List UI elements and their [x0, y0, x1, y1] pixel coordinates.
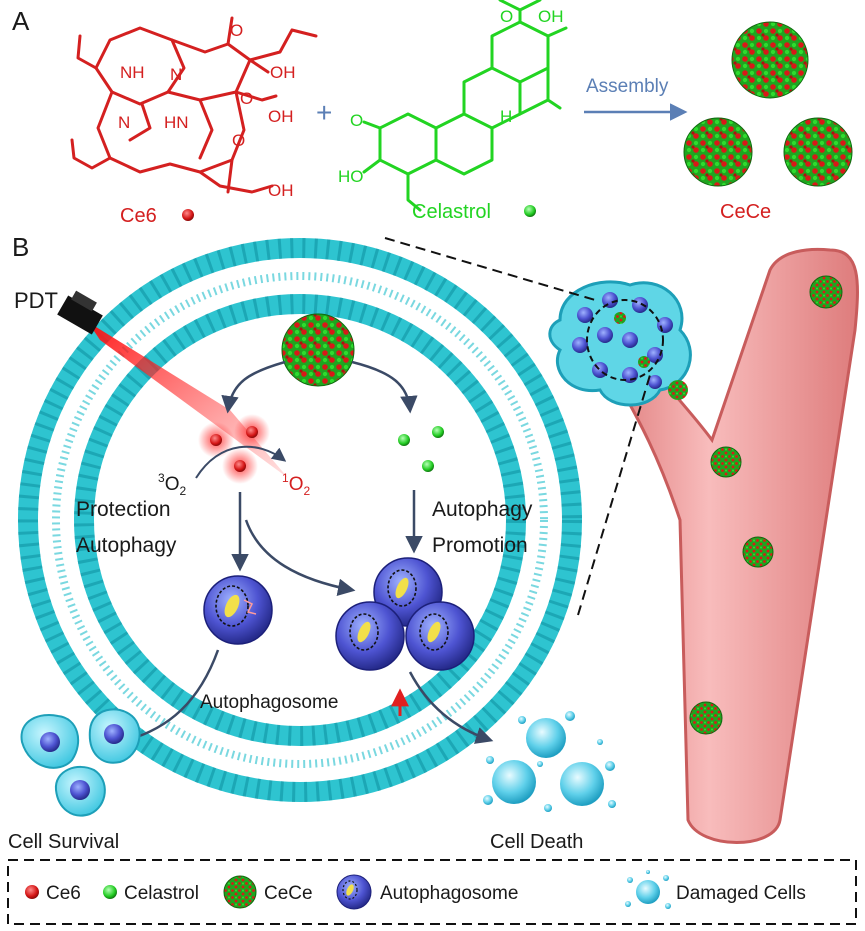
flow-arrow [408, 671, 494, 744]
legend-label-autophagosome: Autophagosome [380, 883, 518, 904]
ce6-dot [210, 434, 222, 446]
celastrol-atom-o2: O [350, 111, 363, 130]
legend-box [7, 859, 857, 925]
celastrol-dot [432, 426, 444, 438]
pdt-device-icon [57, 290, 103, 335]
ce6-atom-oh2: OH [268, 107, 294, 126]
ce6-atom-oh1: OH [270, 63, 296, 82]
legend-label-cece: CeCe [264, 883, 313, 904]
celastrol-atom-ho: HO [338, 167, 364, 186]
ce6-atom-o1: O [230, 21, 243, 40]
ce6-atom-nh: NH [120, 63, 145, 82]
celastrol-dot [398, 434, 410, 446]
promotion-label: Promotion [432, 534, 528, 557]
cece-nanoparticle [683, 117, 753, 187]
cece-nanoparticle [809, 275, 843, 309]
damaged-cells [483, 711, 616, 812]
ce6-dot [246, 426, 258, 438]
zoom-line-bottom [577, 374, 651, 616]
pdt-label: PDT [14, 288, 58, 313]
cece-nanoparticle [742, 536, 774, 568]
assembly-label: Assembly [586, 76, 669, 97]
ce6-dot-icon [25, 885, 39, 899]
celastrol-dot-icon [524, 205, 536, 217]
cece-nanoparticle-icon [223, 875, 257, 909]
cece-nanoparticle-group [683, 21, 853, 187]
celastrol-atom-h: H [500, 107, 512, 126]
celastrol-dot-icon [103, 885, 117, 899]
tumor-cell-cluster [548, 280, 692, 407]
ce6-atom-o3: O [232, 131, 245, 150]
ce6-atom-o2: O [240, 89, 253, 108]
singlet-oxygen-label: 1O2 [282, 471, 310, 498]
ce6-dot-icon [182, 209, 194, 221]
autophagosome-icon [336, 874, 372, 910]
cell-death-label: Cell Death [490, 831, 583, 853]
ce6-atom-n1: N [170, 65, 182, 84]
celastrol-dot [422, 460, 434, 472]
triplet-oxygen-label: 3O2 [158, 471, 186, 498]
celastrol-atom-o1: O [500, 7, 513, 26]
promotion-autophagy-label: Autophagy [432, 498, 533, 521]
damaged-cell-icon [625, 870, 671, 909]
oxygen-conversion-arrow [195, 445, 287, 479]
autophagosome-label: Autophagosome [200, 692, 338, 713]
cell-survival-label: Cell Survival [8, 831, 119, 853]
legend-label-celastrol: Celastrol [124, 883, 199, 904]
legend: Ce6 Celastrol CeCe Autophagosome Damaged… [25, 870, 806, 910]
cece-nanoparticle [281, 313, 355, 387]
ce6-name: Ce6 [120, 205, 157, 227]
cell-membrane [18, 238, 582, 802]
ce6-atom-oh3: OH [268, 181, 294, 200]
cece-nanoparticle [710, 446, 742, 478]
protection-label: Protection [76, 498, 171, 521]
flow-arrow [221, 360, 286, 414]
cece-name: CeCe [720, 201, 771, 223]
panel-b-label: B [12, 232, 29, 262]
legend-label-damaged-cells: Damaged Cells [676, 883, 806, 904]
celastrol-atom-oh: OH [538, 7, 564, 26]
cece-nanoparticle [783, 117, 853, 187]
surviving-cells [20, 708, 141, 817]
autophagosome-single [203, 575, 273, 645]
cece-nanoparticle [689, 701, 723, 735]
legend-label-ce6: Ce6 [46, 883, 81, 904]
ce6-dot [234, 460, 246, 472]
flow-arrow [351, 360, 418, 414]
ce6-structure: NH N N HN OH O OH O O OH [70, 16, 318, 200]
zoom-line-top [384, 237, 596, 301]
plus-sign: + [316, 97, 332, 128]
protection-autophagy-label: Autophagy [76, 534, 177, 557]
celastrol-structure: O OH O HO H [338, 0, 568, 212]
flow-arrow [244, 519, 356, 596]
celastrol-name: Celastrol [412, 201, 491, 223]
panel-a-label: A [12, 6, 30, 36]
ce6-atom-n2: N [118, 113, 130, 132]
autophagosome-cluster [335, 557, 475, 671]
cece-nanoparticle [731, 21, 809, 99]
ce6-atom-hn: HN [164, 113, 189, 132]
